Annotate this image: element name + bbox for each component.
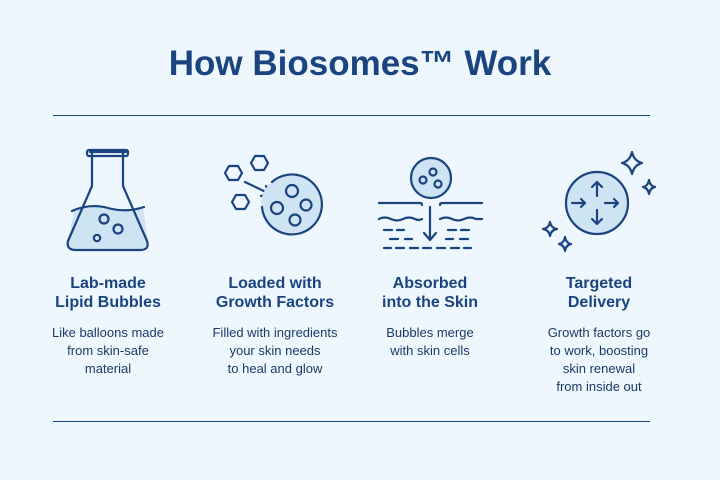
- step-heading: Lab-made Lipid Bubbles: [55, 275, 161, 311]
- step-description: Filled with ingredients your skin needs …: [212, 325, 338, 376]
- step-description: Growth factors go to work, boosting skin…: [547, 325, 651, 394]
- page-title: How Biosomes™ Work: [168, 44, 552, 83]
- step-heading: Absorbed into the Skin: [382, 275, 478, 311]
- top-divider: [53, 115, 650, 116]
- step-lab-made: Lab-made Lipid Bubbles Like balloons mad…: [23, 274, 193, 378]
- step-absorbed: Absorbed into the Skin Bubbles merge wit…: [345, 274, 515, 360]
- skin-absorption-icon: [377, 156, 484, 250]
- bottom-divider: [53, 421, 650, 422]
- step-description: Like balloons made from skin-safe materi…: [51, 325, 165, 376]
- step-heading: Targeted Delivery: [565, 275, 633, 311]
- step-description: Bubbles merge with skin cells: [386, 325, 474, 358]
- targeted-delivery-icon: [541, 150, 657, 253]
- step-heading: Loaded with Growth Factors: [215, 275, 335, 311]
- growth-factor-bubble-icon: [223, 154, 323, 236]
- flask-icon: [66, 148, 149, 252]
- step-targeted: Targeted Delivery Growth factors go to w…: [514, 274, 684, 396]
- step-loaded: Loaded with Growth Factors Filled with i…: [190, 274, 360, 378]
